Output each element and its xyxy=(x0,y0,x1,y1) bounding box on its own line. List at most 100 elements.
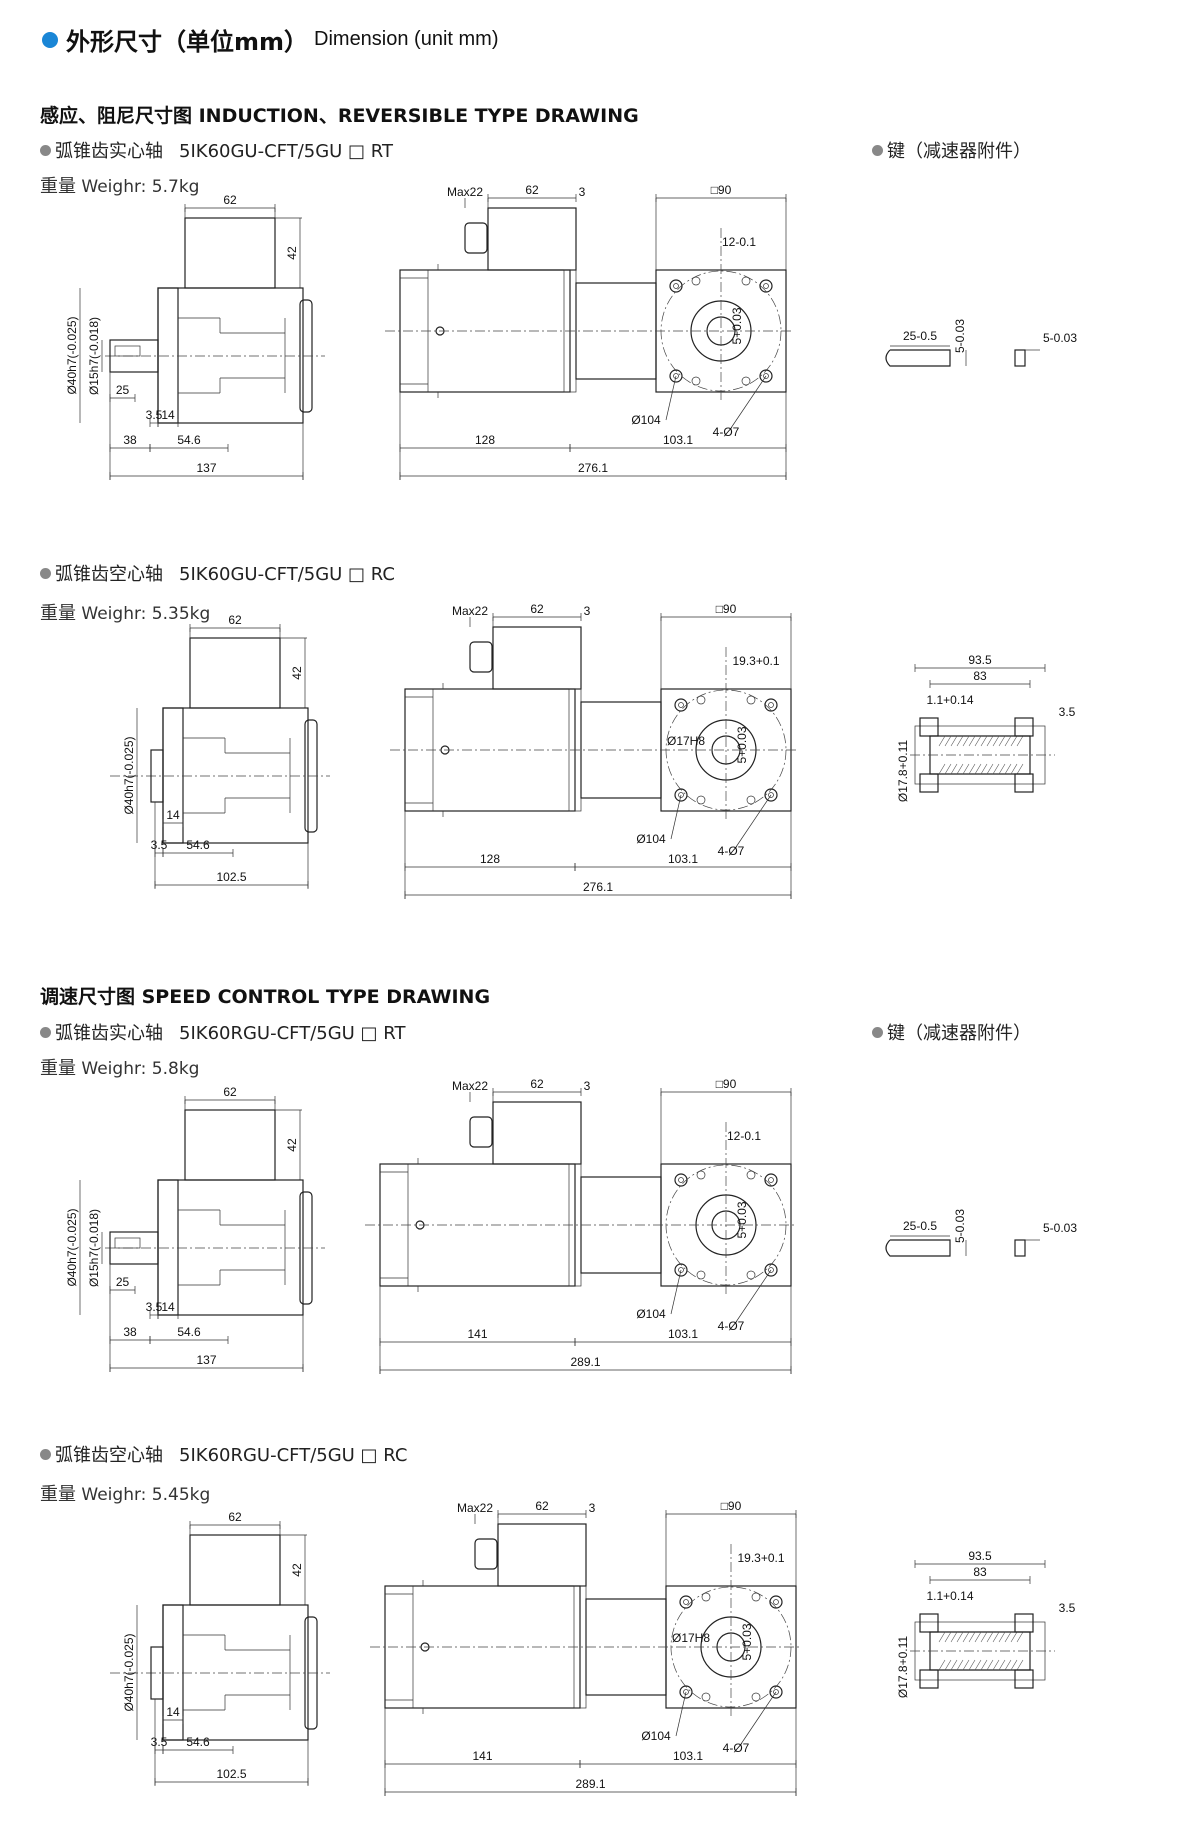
dim-square-90: □90 xyxy=(716,1077,737,1091)
dim-83: 83 xyxy=(973,669,987,683)
induction-hollow-weight: 重量 Weighr: 5.35kg xyxy=(40,599,210,625)
dim-3: 3 xyxy=(589,1501,596,1515)
dim-max22: Max22 xyxy=(452,1079,488,1093)
dim-62: 62 xyxy=(228,613,242,627)
bullet xyxy=(40,1026,51,1038)
dim-14: 14 xyxy=(161,408,175,422)
dim-93-5: 93.5 xyxy=(968,653,992,667)
model-number: 5IK60GU-CFT/5GU □ RT xyxy=(179,141,393,162)
dim-62: 62 xyxy=(535,1499,549,1513)
dim-4-d7: 4-Ø7 xyxy=(718,844,745,858)
speed-solid-weight: 重量 Weighr: 5.8kg xyxy=(40,1054,199,1080)
main-title: 外形尺寸（单位mm） Dimension (unit mm) xyxy=(42,22,499,57)
dim-d104: Ø104 xyxy=(641,1729,671,1743)
induction-solid-weight: 重量 Weighr: 5.7kg xyxy=(40,172,199,198)
weight-cn: 重量 xyxy=(40,1484,76,1505)
shaft-type: 弧锥齿空心轴 xyxy=(55,1445,163,1466)
dim-motor-length: 141 xyxy=(467,1327,487,1341)
dim-key-5a: 5-0.03 xyxy=(953,319,967,353)
dim-42: 42 xyxy=(290,666,304,680)
dim-38: 38 xyxy=(123,1325,137,1339)
dim-d15: Ø15h7(-0.018) xyxy=(87,1209,101,1287)
dim-25: 25 xyxy=(116,1275,130,1289)
dim-3-5: 3.5 xyxy=(151,1735,168,1749)
dim-38: 38 xyxy=(123,433,137,447)
dim-1-1: 1.1+0.14 xyxy=(926,1589,973,1603)
induction-section-title: 感应、阻尼尺寸图 INDUCTION、REVERSIBLE TYPE DRAWI… xyxy=(40,105,639,127)
dim-62: 62 xyxy=(530,602,544,616)
dim-total-length: 289.1 xyxy=(575,1777,605,1791)
dim-1-1: 1.1+0.14 xyxy=(926,693,973,707)
speed-hollow-weight: 重量 Weighr: 5.45kg xyxy=(40,1480,210,1506)
dim-square-90: □90 xyxy=(721,1499,742,1513)
dim-d40: Ø40h7(-0.025) xyxy=(65,1208,79,1286)
shaft-type: 弧锥齿实心轴 xyxy=(55,141,163,162)
dim-83: 83 xyxy=(973,1565,987,1579)
dim-54-6: 54.6 xyxy=(177,433,201,447)
dim-3: 3 xyxy=(584,604,591,618)
dim-54-6: 54.6 xyxy=(177,1325,201,1339)
dim-5-tol: 5+0.03 xyxy=(735,1201,749,1238)
dim-3-5: 3.5 xyxy=(146,1300,163,1314)
dim-square-90: □90 xyxy=(716,602,737,616)
dim-14: 14 xyxy=(166,808,180,822)
dim-103-1: 103.1 xyxy=(668,852,698,866)
title-en: Dimension (unit mm) xyxy=(314,28,499,50)
dim-d17h8: Ø17H8 xyxy=(667,734,705,748)
dim-102-5: 102.5 xyxy=(216,1767,246,1781)
dim-key-25: 25-0.5 xyxy=(903,329,937,343)
dim-3-5: 3.5 xyxy=(1059,1601,1076,1615)
bullet xyxy=(872,144,883,156)
model-number: 5IK60RGU-CFT/5GU □ RC xyxy=(179,1445,408,1466)
dim-19-3: 19.3+0.1 xyxy=(732,654,779,668)
dim-d15: Ø15h7(-0.018) xyxy=(87,317,101,395)
shaft-type: 弧锥齿空心轴 xyxy=(55,564,163,585)
dim-d17-8: Ø17.8+0.11 xyxy=(896,740,910,802)
dim-key-5b: 5-0.03 xyxy=(1043,331,1077,345)
dim-max22: Max22 xyxy=(452,604,488,618)
dim-3: 3 xyxy=(579,185,586,199)
dim-d104: Ø104 xyxy=(636,1307,666,1321)
dim-137: 137 xyxy=(196,461,216,475)
dim-total-length: 276.1 xyxy=(583,880,613,894)
dim-42: 42 xyxy=(285,1138,299,1152)
bullet xyxy=(40,144,51,156)
dim-4-d7: 4-Ø7 xyxy=(713,425,740,439)
key-label: 键（减速器附件） xyxy=(887,141,1031,162)
key-label: 键（减速器附件） xyxy=(887,1023,1031,1044)
dim-12: 12-0.1 xyxy=(722,235,756,249)
dim-d104: Ø104 xyxy=(636,832,666,846)
dim-54-6: 54.6 xyxy=(186,838,210,852)
dim-5-tol: 5+0.03 xyxy=(730,307,744,344)
speed-key-label: 键（减速器附件） xyxy=(872,1019,1031,1045)
dim-motor-length: 128 xyxy=(475,433,495,447)
dim-d104: Ø104 xyxy=(631,413,661,427)
dim-3: 3 xyxy=(584,1079,591,1093)
dim-d40: Ø40h7(-0.025) xyxy=(122,1633,136,1711)
induction-key-view: 25-0.5 5-0.03 5-0.03 xyxy=(885,319,1077,367)
dim-19-3: 19.3+0.1 xyxy=(737,1551,784,1565)
dim-4-d7: 4-Ø7 xyxy=(718,1319,745,1333)
dim-d40: Ø40h7(-0.025) xyxy=(122,736,136,814)
dim-62: 62 xyxy=(223,193,237,207)
dim-total-length: 289.1 xyxy=(570,1355,600,1369)
weight-en: Weighr: 5.8kg xyxy=(81,1059,200,1079)
weight-cn: 重量 xyxy=(40,603,76,624)
bullet xyxy=(872,1026,883,1038)
dim-max22: Max22 xyxy=(447,185,483,199)
dim-motor-length: 141 xyxy=(472,1749,492,1763)
dim-137: 137 xyxy=(196,1353,216,1367)
dim-54-6: 54.6 xyxy=(186,1735,210,1749)
dim-d40: Ø40h7(-0.025) xyxy=(65,316,79,394)
dim-103-1: 103.1 xyxy=(673,1749,703,1763)
dim-3-5: 3.5 xyxy=(151,838,168,852)
weight-en: Weighr: 5.7kg xyxy=(81,177,200,197)
